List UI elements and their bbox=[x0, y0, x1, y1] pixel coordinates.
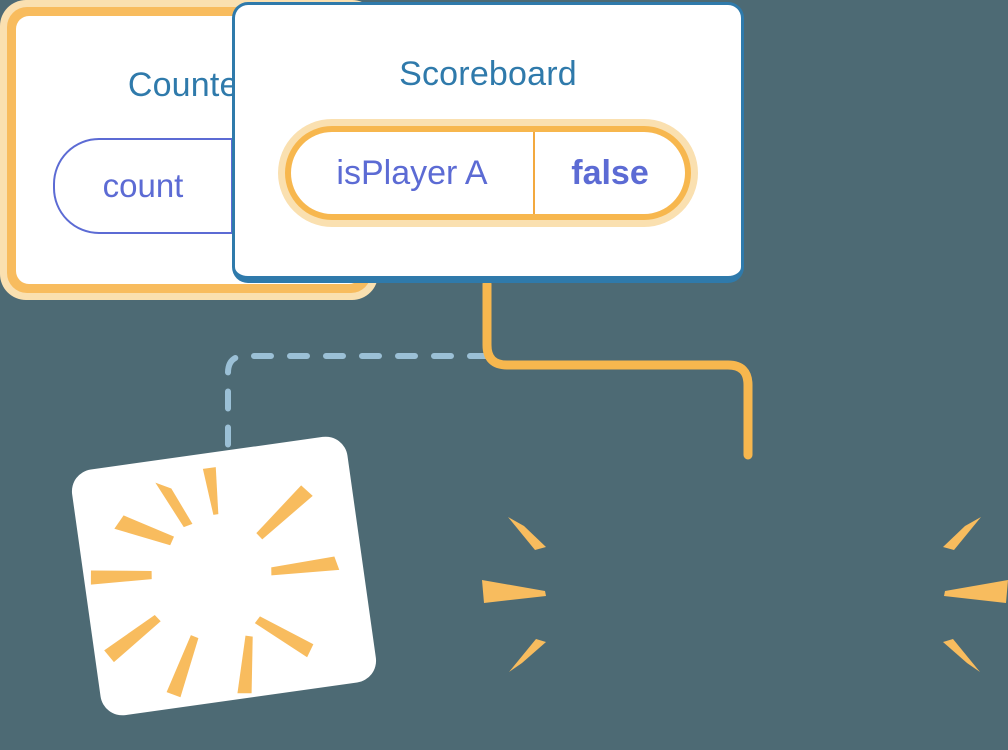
counter-highlight-ring: Counter count 0 bbox=[7, 7, 371, 293]
burst-ray bbox=[166, 635, 199, 698]
counter-state-key: count bbox=[102, 167, 184, 204]
burst-ray bbox=[114, 515, 175, 546]
counter-ray bbox=[508, 517, 546, 550]
counter-rays-right bbox=[943, 517, 1008, 672]
pill-body: isPlayer A false bbox=[291, 132, 685, 214]
counter-ray bbox=[509, 639, 546, 672]
scoreboard-state-key: isPlayer A bbox=[336, 153, 488, 192]
burst-rays bbox=[90, 467, 340, 698]
card-burst-placeholder[interactable] bbox=[69, 433, 379, 719]
burst-ray bbox=[271, 556, 340, 576]
card-scoreboard[interactable]: Scoreboard isPlayer A false bbox=[232, 2, 744, 283]
burst-ray bbox=[202, 467, 219, 515]
burst-ray bbox=[254, 616, 314, 658]
connector-scoreboard-to-counter bbox=[482, 279, 753, 460]
burst-ray bbox=[237, 635, 253, 694]
counter-ray bbox=[944, 580, 1008, 603]
counter-ray bbox=[482, 580, 546, 603]
scoreboard-state-pill-wrap: isPlayer A false bbox=[278, 91, 698, 227]
counter-title: Counter bbox=[127, 66, 251, 104]
burst-ray bbox=[90, 570, 152, 585]
counter-ray bbox=[943, 517, 981, 550]
scoreboard-state-value: false bbox=[533, 132, 685, 214]
scoreboard-title: Scoreboard bbox=[399, 55, 577, 93]
counter-rays-left bbox=[482, 517, 546, 672]
pill-highlight-ring: isPlayer A false bbox=[285, 126, 691, 220]
burst-ray bbox=[104, 615, 161, 663]
burst-ray bbox=[155, 482, 193, 528]
counter-ray bbox=[943, 639, 980, 672]
scoreboard-state-pill[interactable]: isPlayer A false bbox=[278, 119, 698, 227]
burst-ray bbox=[256, 485, 313, 540]
